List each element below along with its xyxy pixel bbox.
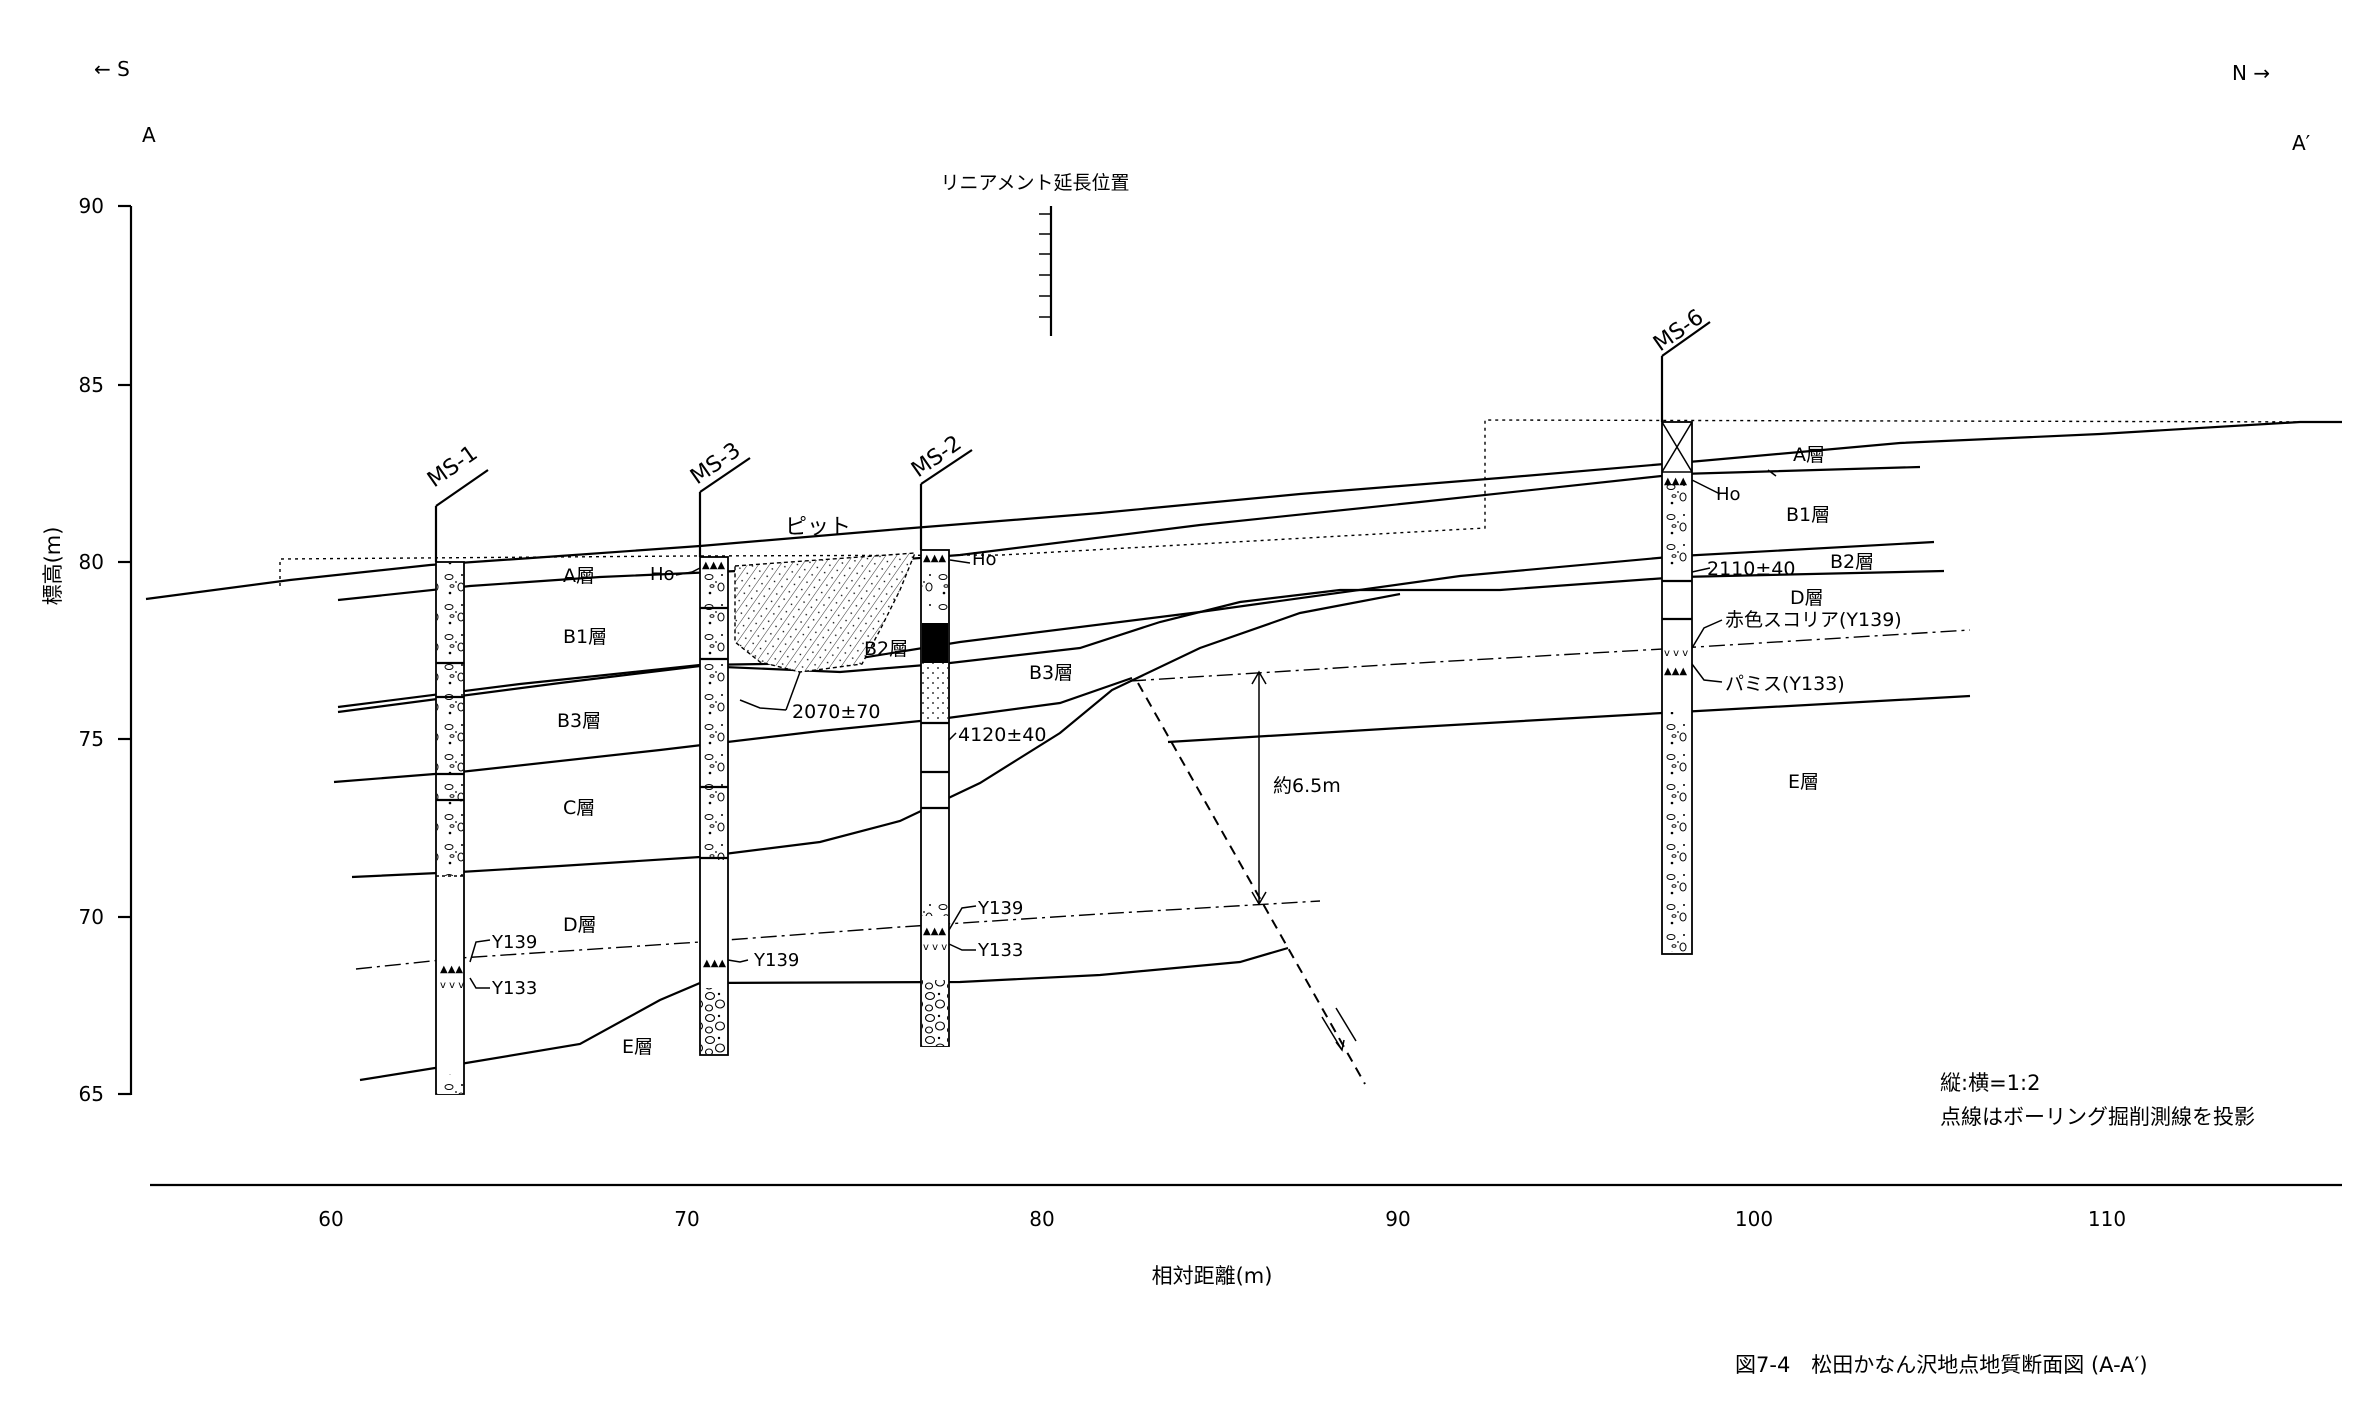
lineament-marker <box>1039 206 1053 336</box>
svg-text:v v v: v v v <box>440 980 464 991</box>
svg-text:v v v: v v v <box>923 942 947 953</box>
y-tick-label: 80 <box>79 550 104 574</box>
figure-caption: 図7-4 松田かなん沢地点地質断面図 (A-A′) <box>1735 1353 2148 1377</box>
borehole-label: MS-2 <box>907 431 966 483</box>
layer-label: A層 <box>1793 444 1825 466</box>
tephra-marker-upper <box>1129 629 1971 682</box>
borehole-ms3: ▲▲▲ ▲▲▲ <box>698 457 751 1056</box>
throw-dimension-arrow <box>1251 670 1267 906</box>
radiocarbon-date: 2110±40 <box>1707 558 1795 580</box>
svg-text:▲▲▲: ▲▲▲ <box>702 560 725 571</box>
boundary-b1-base-2 <box>337 569 1945 714</box>
boundary-a-base <box>337 465 1921 602</box>
layer-label: C層 <box>563 797 595 819</box>
ground-surface-line <box>145 420 2342 601</box>
tephra-label: Y139 <box>491 932 537 953</box>
svg-text:▲▲▲: ▲▲▲ <box>923 926 946 937</box>
x-tick-label: 90 <box>1385 1207 1410 1231</box>
svg-text:v v v: v v v <box>1664 648 1688 659</box>
borehole-ms6: ▲▲▲ v v v ▲▲▲ <box>1660 321 1711 955</box>
ho-label: Ho <box>1716 484 1741 505</box>
throw-label: 約6.5m <box>1273 775 1341 797</box>
layer-label: B1層 <box>563 626 607 648</box>
x-tick-label: 60 <box>318 1207 343 1231</box>
boundary-b1-base <box>337 540 1935 709</box>
y-tick-label: 65 <box>79 1082 104 1106</box>
svg-text:▲▲▲: ▲▲▲ <box>1664 666 1687 677</box>
x-tick-label: 70 <box>674 1207 699 1231</box>
boundary-e-top <box>359 946 1289 1082</box>
layer-label: E層 <box>1788 771 1819 793</box>
callout-leaders <box>469 469 1777 989</box>
borehole-ms1: ▲▲▲ v v v <box>434 469 489 1095</box>
y-tick-label: 85 <box>79 373 104 397</box>
section-start-label: A <box>142 123 156 147</box>
pit-fill <box>734 552 917 673</box>
radiocarbon-date: 4120±40 <box>958 724 1046 746</box>
scale-note: 縦:横=1:2 <box>1940 1071 2040 1095</box>
y-tick-label: 90 <box>79 194 104 218</box>
y-tick-label: 75 <box>79 727 104 751</box>
layer-label: B2層 <box>864 638 908 660</box>
radiocarbon-date: 2070±70 <box>792 701 880 723</box>
tephra-label: Y133 <box>491 978 537 999</box>
svg-text:▲▲▲: ▲▲▲ <box>703 958 726 969</box>
tephra-label: Y133 <box>977 940 1023 961</box>
borehole-ms2: ▲▲▲ ▲▲▲ v v v <box>919 449 973 1047</box>
dotted-line-note: 点線はボーリング掘削測線を投影 <box>1940 1105 2255 1129</box>
south-arrow-label: ← S <box>94 57 130 81</box>
lineament-label: リニアメント延長位置 <box>940 172 1129 194</box>
x-tick-label: 100 <box>1735 1207 1773 1231</box>
section-end-label: A′ <box>2292 131 2311 155</box>
tephra-label: Y139 <box>753 950 799 971</box>
y-tick-label: 70 <box>79 905 104 929</box>
tephra-label: パミス(Y133) <box>1725 673 1845 695</box>
boundary-d-base <box>1167 694 1971 744</box>
ho-label: Ho <box>972 549 997 570</box>
ho-label: Ho <box>650 564 675 585</box>
y-tick-marks <box>118 204 131 1096</box>
layer-label: B3層 <box>557 710 601 732</box>
borehole-label: MS-6 <box>1649 305 1708 357</box>
boring-line-projection <box>279 419 2341 586</box>
borehole-label: MS-1 <box>423 441 482 493</box>
x-tick-label: 80 <box>1029 1207 1054 1231</box>
fault-line <box>1137 682 1366 1085</box>
svg-text:▲▲▲: ▲▲▲ <box>923 553 946 564</box>
tephra-label: Y139 <box>977 898 1023 919</box>
layer-label: B1層 <box>1786 504 1830 526</box>
fault-slip-arrow-icon <box>1321 1007 1357 1052</box>
north-arrow-label: N → <box>2232 61 2270 85</box>
layer-label: D層 <box>563 914 597 936</box>
y-axis-label: 標高(m) <box>41 527 65 606</box>
x-axis-label: 相対距離(m) <box>1152 1264 1273 1288</box>
svg-text:▲▲▲: ▲▲▲ <box>440 964 463 975</box>
layer-label: B2層 <box>1830 551 1874 573</box>
pit-label: ピット <box>785 515 851 540</box>
layer-label: A層 <box>563 565 595 587</box>
x-tick-label: 110 <box>2088 1207 2126 1231</box>
layer-label: E層 <box>622 1036 653 1058</box>
layer-label: D層 <box>1790 587 1824 609</box>
svg-text:▲▲▲: ▲▲▲ <box>1664 476 1687 487</box>
layer-label: B3層 <box>1029 662 1073 684</box>
tephra-label: 赤色スコリア(Y139) <box>1725 609 1902 631</box>
